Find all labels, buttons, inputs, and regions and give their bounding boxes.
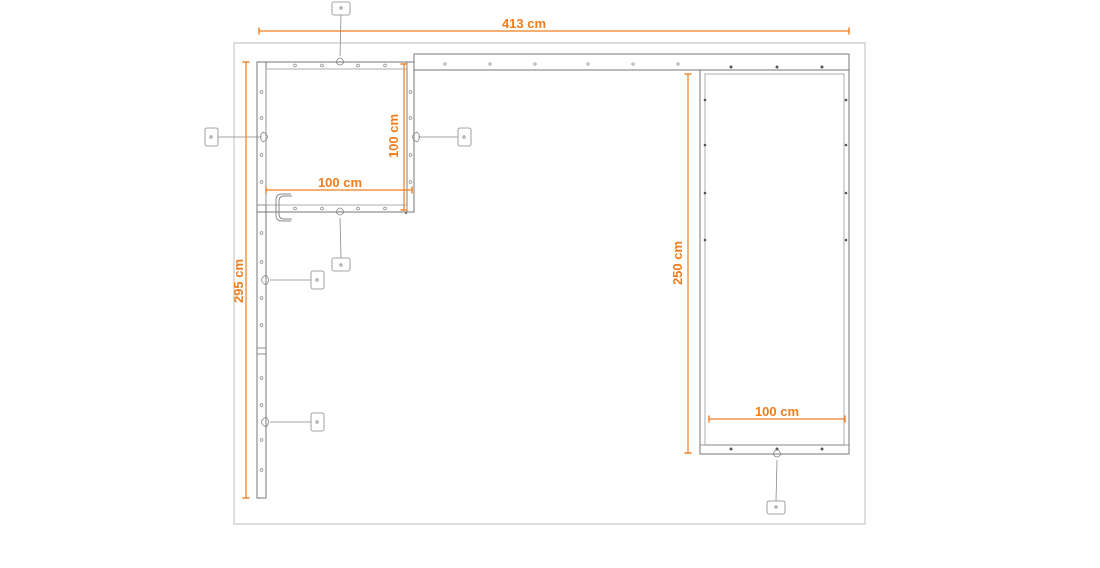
spotlight-frame-bottom [331,207,351,272]
power-socket-icon [331,1,351,16]
power-socket-icon [331,257,351,272]
large-panel [699,65,850,455]
label-left-height: 295 cm [231,259,246,303]
spotlight-left-middle [261,270,325,290]
power-socket-icon [310,270,325,290]
top-wall [413,53,850,71]
spotlight-icon [261,274,269,286]
label-frame-height: 100 cm [386,114,401,158]
spotlight-icon [335,207,345,216]
power-socket-icon [457,127,472,147]
spotlight-icon [260,131,268,143]
floor-outline [233,42,866,525]
spotlight-icon [335,57,345,66]
label-frame-width: 100 cm [318,175,362,190]
spotlight-left-lower [261,412,325,432]
spotlight-panel-bottom [766,449,786,515]
spotlight-icon [772,449,782,458]
label-total-width: 413 cm [502,16,546,31]
spotlight-frame-right [412,127,472,147]
spotlight-top [331,1,351,66]
power-socket-icon [766,500,786,515]
power-socket-icon [310,412,325,432]
spotlight-icon [412,131,420,143]
door-handle-icon [275,193,292,222]
spotlight-left-upper [204,127,268,147]
power-socket-icon [204,127,219,147]
label-panel-width: 100 cm [755,404,799,419]
spotlight-icon [261,416,269,428]
label-panel-height: 250 cm [670,241,685,285]
